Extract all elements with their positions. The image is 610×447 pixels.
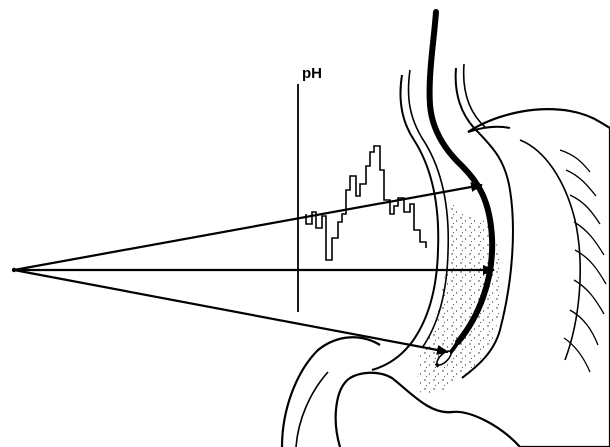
esophagus-left-wall [372, 75, 438, 370]
arrow-origin-point [12, 268, 16, 272]
ph-trace [306, 146, 426, 260]
stomach-rugae [560, 150, 606, 372]
duodenum-outline [282, 337, 380, 447]
arrow-upper [14, 185, 482, 270]
arrow-lower [14, 270, 448, 352]
duodenum-inner-outline [296, 372, 328, 447]
ph-axis-label: pH [302, 65, 322, 82]
